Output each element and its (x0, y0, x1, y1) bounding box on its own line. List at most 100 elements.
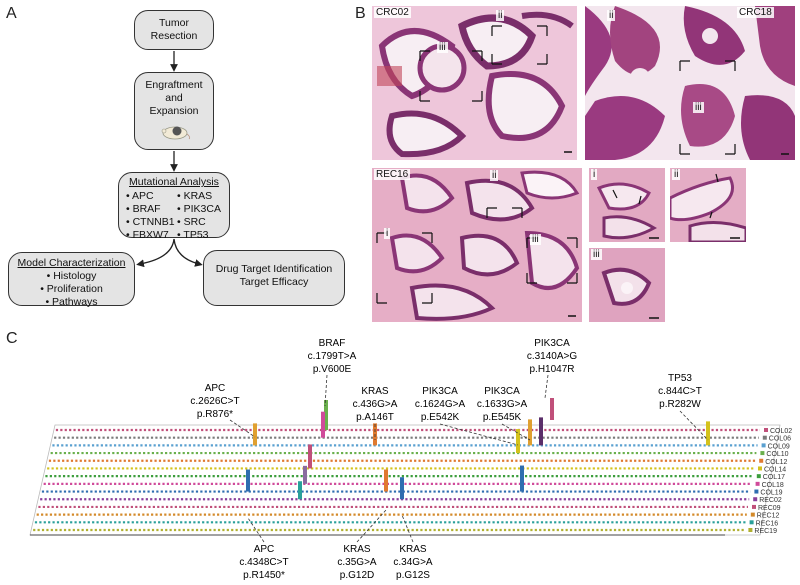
sample-swatch (748, 528, 753, 532)
sample-label: REC12 (757, 513, 780, 520)
sample-label: COL09 (768, 443, 790, 450)
histology-inset-ii-image: ii (670, 168, 746, 242)
panel-label-a: A (6, 5, 17, 22)
mut-gene: • KRAS (177, 190, 213, 202)
sample-swatch (761, 443, 766, 448)
leader-line (679, 410, 709, 441)
sample-label: REC19 (754, 528, 777, 535)
arrow-left-icon (136, 238, 175, 268)
sample-label: COL17 (763, 474, 785, 481)
leader-line (439, 423, 519, 446)
histology-inset-i-image: i (589, 168, 665, 242)
sample-swatch (764, 428, 768, 432)
histology-crc18-image: CRC18 ii iii (585, 6, 795, 160)
mut-protein-label: p.R876* (197, 409, 233, 420)
mut-cdna-label: c.34G>A (393, 557, 433, 568)
sample-swatch (755, 481, 760, 486)
mut-gene-label: KRAS (399, 544, 427, 555)
sample-swatch (750, 512, 755, 517)
mut-protein-label: p.R1450* (243, 570, 285, 581)
leader-line (356, 509, 387, 543)
mut-gene-label: KRAS (343, 544, 371, 555)
model-title: Model Characterization (17, 257, 126, 269)
mut-gene-label: PIK3CA (422, 386, 458, 397)
panel-label-b: B (355, 5, 366, 22)
mut-protein-label: p.G12D (340, 570, 374, 581)
sample-label-crc18: CRC18 (737, 7, 774, 18)
mut-protein-label: p.H1047R (529, 364, 574, 375)
inset-label-i: i (591, 169, 598, 180)
arrow-right-icon (173, 238, 203, 267)
mut-gene-label: APC (254, 544, 275, 555)
inset-label-ii: ii (490, 170, 499, 181)
mut-cdna-label: c.436G>A (353, 399, 398, 410)
mut-cdna-label: c.1633G>A (477, 399, 528, 410)
mut-cdna-label: c.4348C>T (239, 557, 288, 568)
sample-swatch (759, 458, 764, 463)
sample-label: COL02 (770, 428, 792, 435)
leader-line (324, 374, 328, 407)
mut-gene: • FBXW7 (126, 229, 169, 241)
sample-swatch (756, 474, 761, 479)
sample-label: COL10 (766, 451, 788, 458)
engraft-line-2: and (165, 92, 183, 104)
model-item: • Histology (46, 270, 97, 282)
mut-protein-label: p.G12S (396, 570, 430, 581)
drug-line-2: Target Efficacy (239, 276, 309, 288)
mutation-bar (321, 411, 325, 438)
tumor-resection-box: Tumor Resection (134, 10, 214, 50)
plot-plane (29, 424, 781, 536)
mut-gene: • CTNNB1 (126, 216, 175, 228)
mut-gene-label: TP53 (668, 373, 692, 384)
panel-label-c: C (6, 330, 18, 347)
sample-swatch (762, 435, 767, 440)
mutation-bar (253, 423, 257, 446)
mutation-bar (528, 419, 532, 446)
mut-protein-label: p.V600E (313, 364, 352, 375)
mut-gene: • SRC (177, 216, 206, 228)
mut-gene-label: APC (205, 383, 226, 394)
sample-swatch (758, 466, 762, 471)
mutation-bar (384, 469, 388, 492)
mut-protein-label: p.R282W (659, 399, 701, 410)
model-item: • Proliferation (40, 283, 103, 295)
sample-label: REC09 (758, 505, 781, 512)
inset-label-iii: iii (591, 249, 602, 260)
histology-inset-iii-image: iii (589, 248, 665, 322)
leader-line (501, 423, 531, 441)
sample-label: COL14 (764, 466, 786, 473)
histology-crc02-image: CRC02 ii iii (372, 6, 577, 160)
mut-gene: • BRAF (126, 203, 161, 215)
sample-label-rec16: REC16 (374, 169, 411, 180)
mut-gene-label: KRAS (361, 386, 389, 397)
mut-gene: • APC (126, 190, 154, 202)
sample-swatch (749, 520, 754, 525)
mutational-title: Mutational Analysis (129, 176, 219, 188)
sample-label: REC02 (759, 497, 782, 504)
mutation-bar (706, 421, 710, 446)
mut-cdna-label: c.1624G>A (415, 399, 466, 410)
engraftment-box: Engraftment and Expansion (134, 72, 214, 150)
mutation-bar (400, 477, 404, 500)
engraft-line-3: Expansion (149, 105, 199, 117)
drug-line-1: Drug Target Identification (215, 263, 333, 275)
mutation-bar (324, 400, 328, 430)
engraft-line-1: Engraftment (145, 79, 203, 91)
mut-protein-label: p.A146T (356, 412, 394, 423)
mut-gene-label: BRAF (319, 338, 346, 349)
sample-label: COL06 (769, 436, 791, 443)
drug-target-box: Drug Target Identification Target Effica… (203, 250, 345, 306)
mut-gene: • PIK3CA (177, 203, 221, 215)
mut-gene-label: PIK3CA (534, 338, 570, 349)
inset-label-i: i (384, 228, 391, 239)
mut-gene-label: PIK3CA (484, 386, 520, 397)
model-characterization-box: Model Characterization • Histology • Pro… (8, 252, 135, 308)
leader-line (229, 419, 256, 438)
sample-swatch (753, 497, 758, 502)
mutation-bar (516, 429, 520, 454)
mut-cdna-label: c.2626C>T (190, 396, 239, 407)
tumor-line-1: Tumor (159, 17, 189, 29)
inset-label-iii: iii (693, 102, 704, 113)
mut-protein-label: p.E545K (483, 412, 522, 423)
